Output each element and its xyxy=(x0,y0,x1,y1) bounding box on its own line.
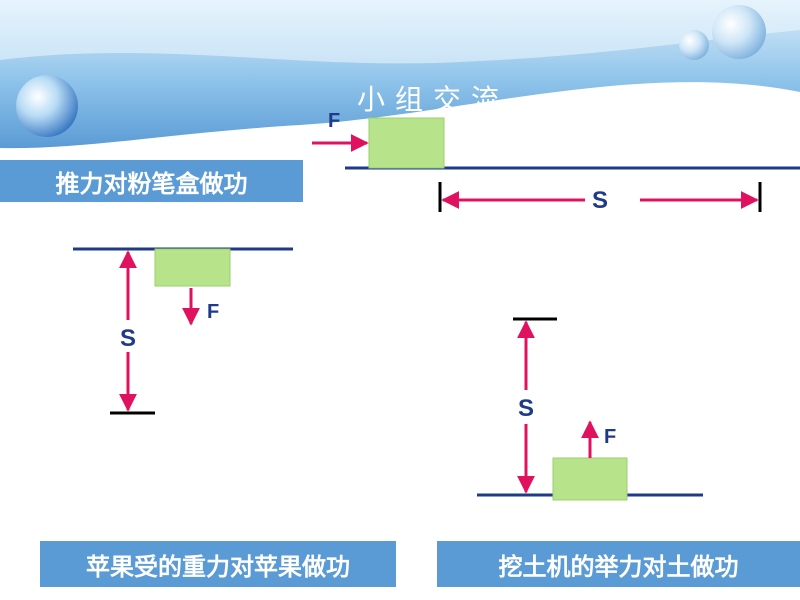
slide-title: 小组交流 xyxy=(356,83,509,116)
chalk-box xyxy=(368,117,445,169)
orb-right-large xyxy=(712,5,766,59)
diagram-push: F S xyxy=(312,110,800,214)
diagram-gravity: F S xyxy=(73,247,293,415)
distance-label: S xyxy=(518,395,534,422)
label-push: 推力对粉笔盒做功 xyxy=(0,160,303,202)
force-label: F xyxy=(328,110,340,132)
orb-left xyxy=(16,75,78,137)
force-label: F xyxy=(604,426,616,448)
label-gravity: 苹果受的重力对苹果做功 xyxy=(40,541,396,587)
diagram-lift: S F xyxy=(477,317,703,501)
apple-box xyxy=(154,248,231,287)
distance-label: S xyxy=(592,187,608,214)
orb-right-small xyxy=(679,30,709,60)
force-label: F xyxy=(207,301,219,323)
soil-box xyxy=(552,457,628,501)
header-banner xyxy=(0,0,800,149)
label-lift: 挖土机的举力对土做功 xyxy=(437,541,800,587)
distance-label: S xyxy=(120,325,136,352)
